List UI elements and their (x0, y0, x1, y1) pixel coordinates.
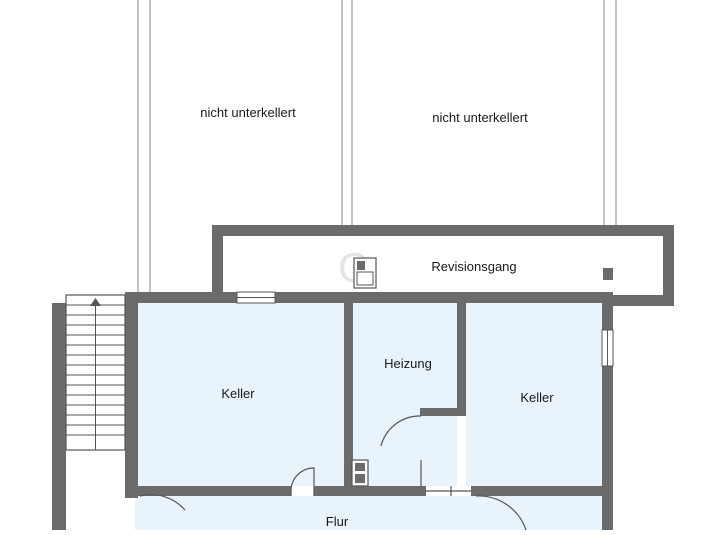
label-inspection-corridor: Revisionsgang (431, 259, 516, 274)
windows (236, 291, 614, 367)
door-hall-left (139, 494, 186, 511)
hallway-wall-right (471, 486, 613, 496)
walls (52, 225, 674, 530)
corridor-wall-left (212, 225, 223, 295)
label-heating: Heizung (384, 356, 432, 371)
stair-outer-wall (52, 303, 66, 530)
main-wall-left (125, 292, 138, 498)
stair-arrow-icon (90, 298, 101, 306)
label-basement-right: Keller (520, 390, 554, 405)
label-unexcavated-left: nicht unterkellert (200, 105, 296, 120)
wall-basement-heating (344, 303, 353, 496)
corridor-wall-bottom-right (602, 295, 674, 306)
basement-right-floor (466, 303, 602, 486)
door-basement-left (290, 467, 315, 496)
label-unexcavated-right: nicht unterkellert (432, 110, 528, 125)
doors (139, 415, 527, 531)
label-basement-left: Keller (221, 386, 255, 401)
window-right (601, 329, 614, 367)
window-top (236, 291, 276, 304)
heating-floor (353, 303, 457, 486)
wall-heating-return (420, 408, 466, 416)
hallway-floor (135, 496, 602, 530)
staircase (65, 294, 126, 451)
hallway-wall-left (125, 486, 291, 496)
unexcavated-outlines (137, 0, 617, 294)
wall-heating-basement-upper (457, 303, 466, 415)
main-wall-right (602, 292, 613, 530)
main-wall-top (125, 292, 613, 303)
corridor-wall-right (663, 225, 674, 306)
room-labels: nicht unterkellert nicht unterkellert Re… (200, 105, 554, 529)
door-heating-hall (426, 486, 471, 496)
heating-equipment (351, 459, 369, 487)
label-hallway: Flur (326, 514, 349, 529)
utility-shaft (353, 257, 377, 289)
door-hall-right (475, 495, 527, 531)
basement-left-floor (138, 303, 344, 486)
hallway-wall-mid (314, 486, 426, 496)
room-fills (135, 303, 602, 530)
corridor-fixture (603, 268, 613, 280)
door-heating (380, 415, 422, 486)
corridor-wall-top (212, 225, 674, 236)
